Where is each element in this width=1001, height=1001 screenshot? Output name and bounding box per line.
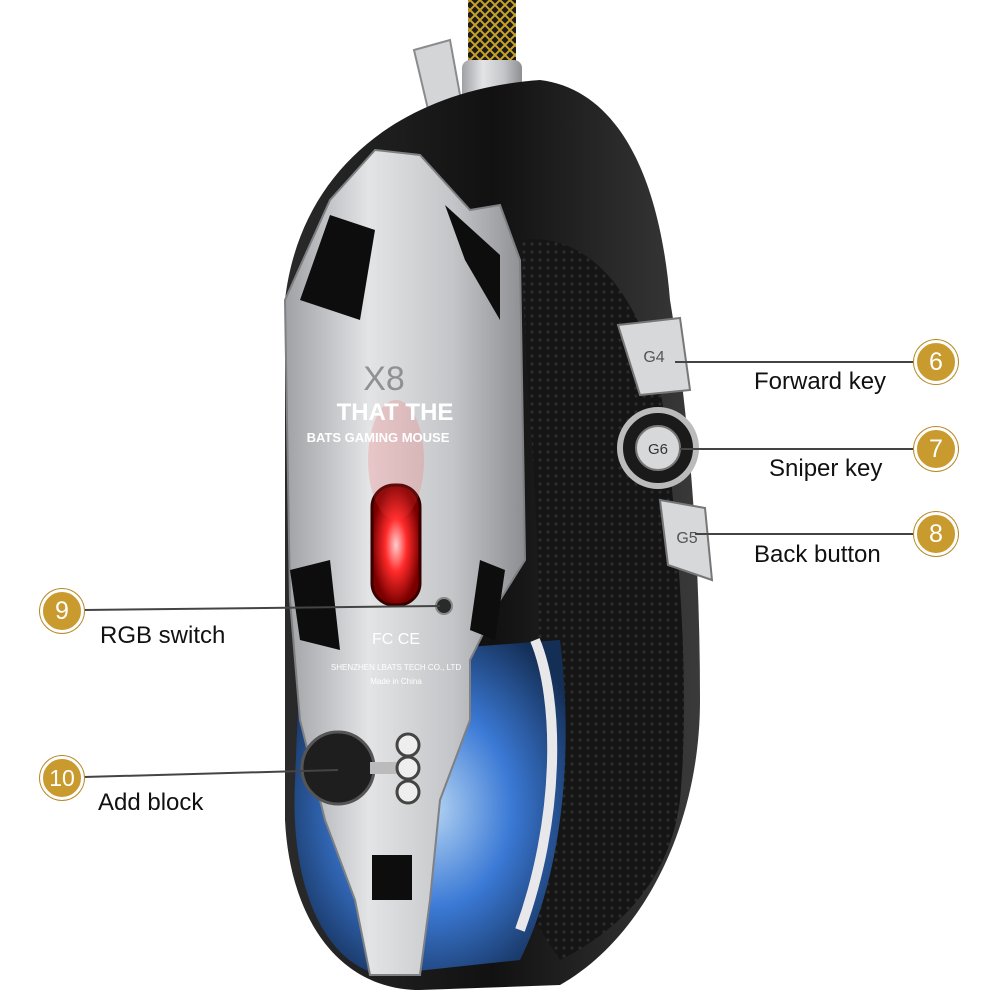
side-button-g5 [658, 498, 714, 582]
maker-marking: SHENZHEN LBATS TECH CO., LTD [331, 663, 461, 672]
made-in-marking: Made in China [370, 677, 422, 686]
plate-cutout-left-top [300, 215, 375, 320]
g6-marking: G6 [648, 441, 668, 458]
callout-badge-9: 9 [40, 589, 84, 633]
brand-sub-marking: BATS GAMING MOUSE [307, 430, 450, 445]
g4-marking: G4 [643, 349, 664, 366]
label-sniper-key: Sniper key [769, 455, 883, 482]
weight-block-slot-1 [395, 732, 421, 758]
leader-line-10 [83, 769, 339, 778]
label-add-block: Add block [98, 789, 204, 816]
model-marking: X8 [363, 360, 405, 398]
side-button-g4 [616, 316, 692, 397]
brand-marking: THAT THE [337, 399, 454, 426]
weight-block-slot-2 [395, 755, 421, 781]
callout-badge-10: 10 [40, 756, 84, 800]
g5-marking: G5 [676, 530, 697, 547]
weight-block-knob [300, 730, 376, 806]
weight-block-slot-3 [395, 779, 421, 805]
chrome-side-rail [515, 638, 558, 932]
plate-slot-bottom [372, 855, 412, 900]
plate-cutout-left-bottom [290, 560, 340, 650]
callout-badge-7: 7 [914, 427, 958, 471]
callout-badge-6: 6 [914, 340, 958, 384]
label-rgb-switch: RGB switch [100, 622, 226, 649]
sensor-glow [368, 400, 424, 520]
label-back-button: Back button [754, 541, 881, 568]
optical-sensor [370, 483, 422, 607]
cert-marking: FC CE [372, 631, 420, 648]
leader-line-9 [83, 605, 441, 611]
plate-cutout-right-bottom [470, 560, 505, 640]
label-forward-key: Forward key [754, 368, 887, 395]
callout-badge-8: 8 [914, 512, 958, 556]
plate-cutout-right-top [445, 205, 500, 320]
